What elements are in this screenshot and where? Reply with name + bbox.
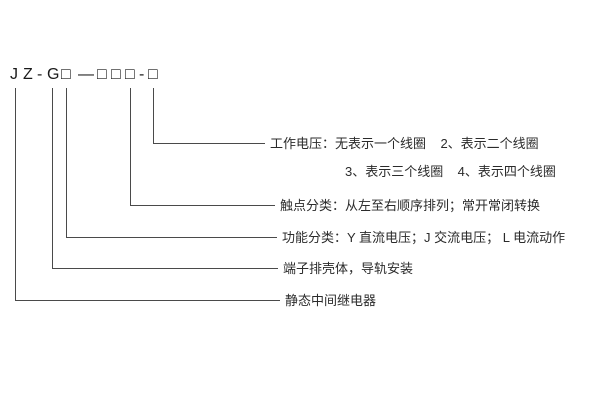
model-char-dash3: -	[139, 66, 145, 83]
model-char-box5: □	[148, 66, 158, 83]
connector-hline-voltage	[153, 143, 265, 144]
label-function-classification: 功能分类：Y 直流电压；J 交流电压； L 电流动作	[282, 230, 566, 245]
model-char-j: J	[10, 66, 18, 83]
connector-vline-relay	[15, 88, 16, 300]
model-char-dash1: -	[37, 66, 43, 83]
model-char-box4: □	[125, 66, 135, 83]
label-working-voltage-line2: 3、表示三个线圈 4、表示四个线圈	[345, 164, 556, 179]
label-relay-type: 静态中间继电器	[285, 293, 377, 308]
connector-hline-housing	[52, 268, 278, 269]
model-char-g: G	[47, 66, 60, 83]
model-char-dash2: —	[78, 66, 94, 83]
model-char-box3: □	[111, 66, 121, 83]
connector-hline-function	[66, 237, 277, 238]
connector-vline-function	[66, 88, 67, 237]
model-char-box1: □	[61, 66, 71, 83]
connector-vline-housing	[52, 88, 53, 268]
model-char-box2: □	[97, 66, 107, 83]
label-working-voltage-line1: 工作电压：无表示一个线圈 2、表示二个线圈	[270, 136, 539, 151]
connector-vline-contacts	[130, 88, 131, 205]
connector-hline-relay	[15, 300, 280, 301]
connector-vline-voltage	[153, 88, 154, 143]
model-char-z: Z	[23, 66, 33, 83]
connector-hline-contacts	[130, 205, 275, 206]
label-contact-classification: 触点分类：从左至右顺序排列；常开常闭转换	[280, 198, 541, 213]
label-terminal-housing: 端子排壳体，导轨安装	[283, 261, 414, 276]
